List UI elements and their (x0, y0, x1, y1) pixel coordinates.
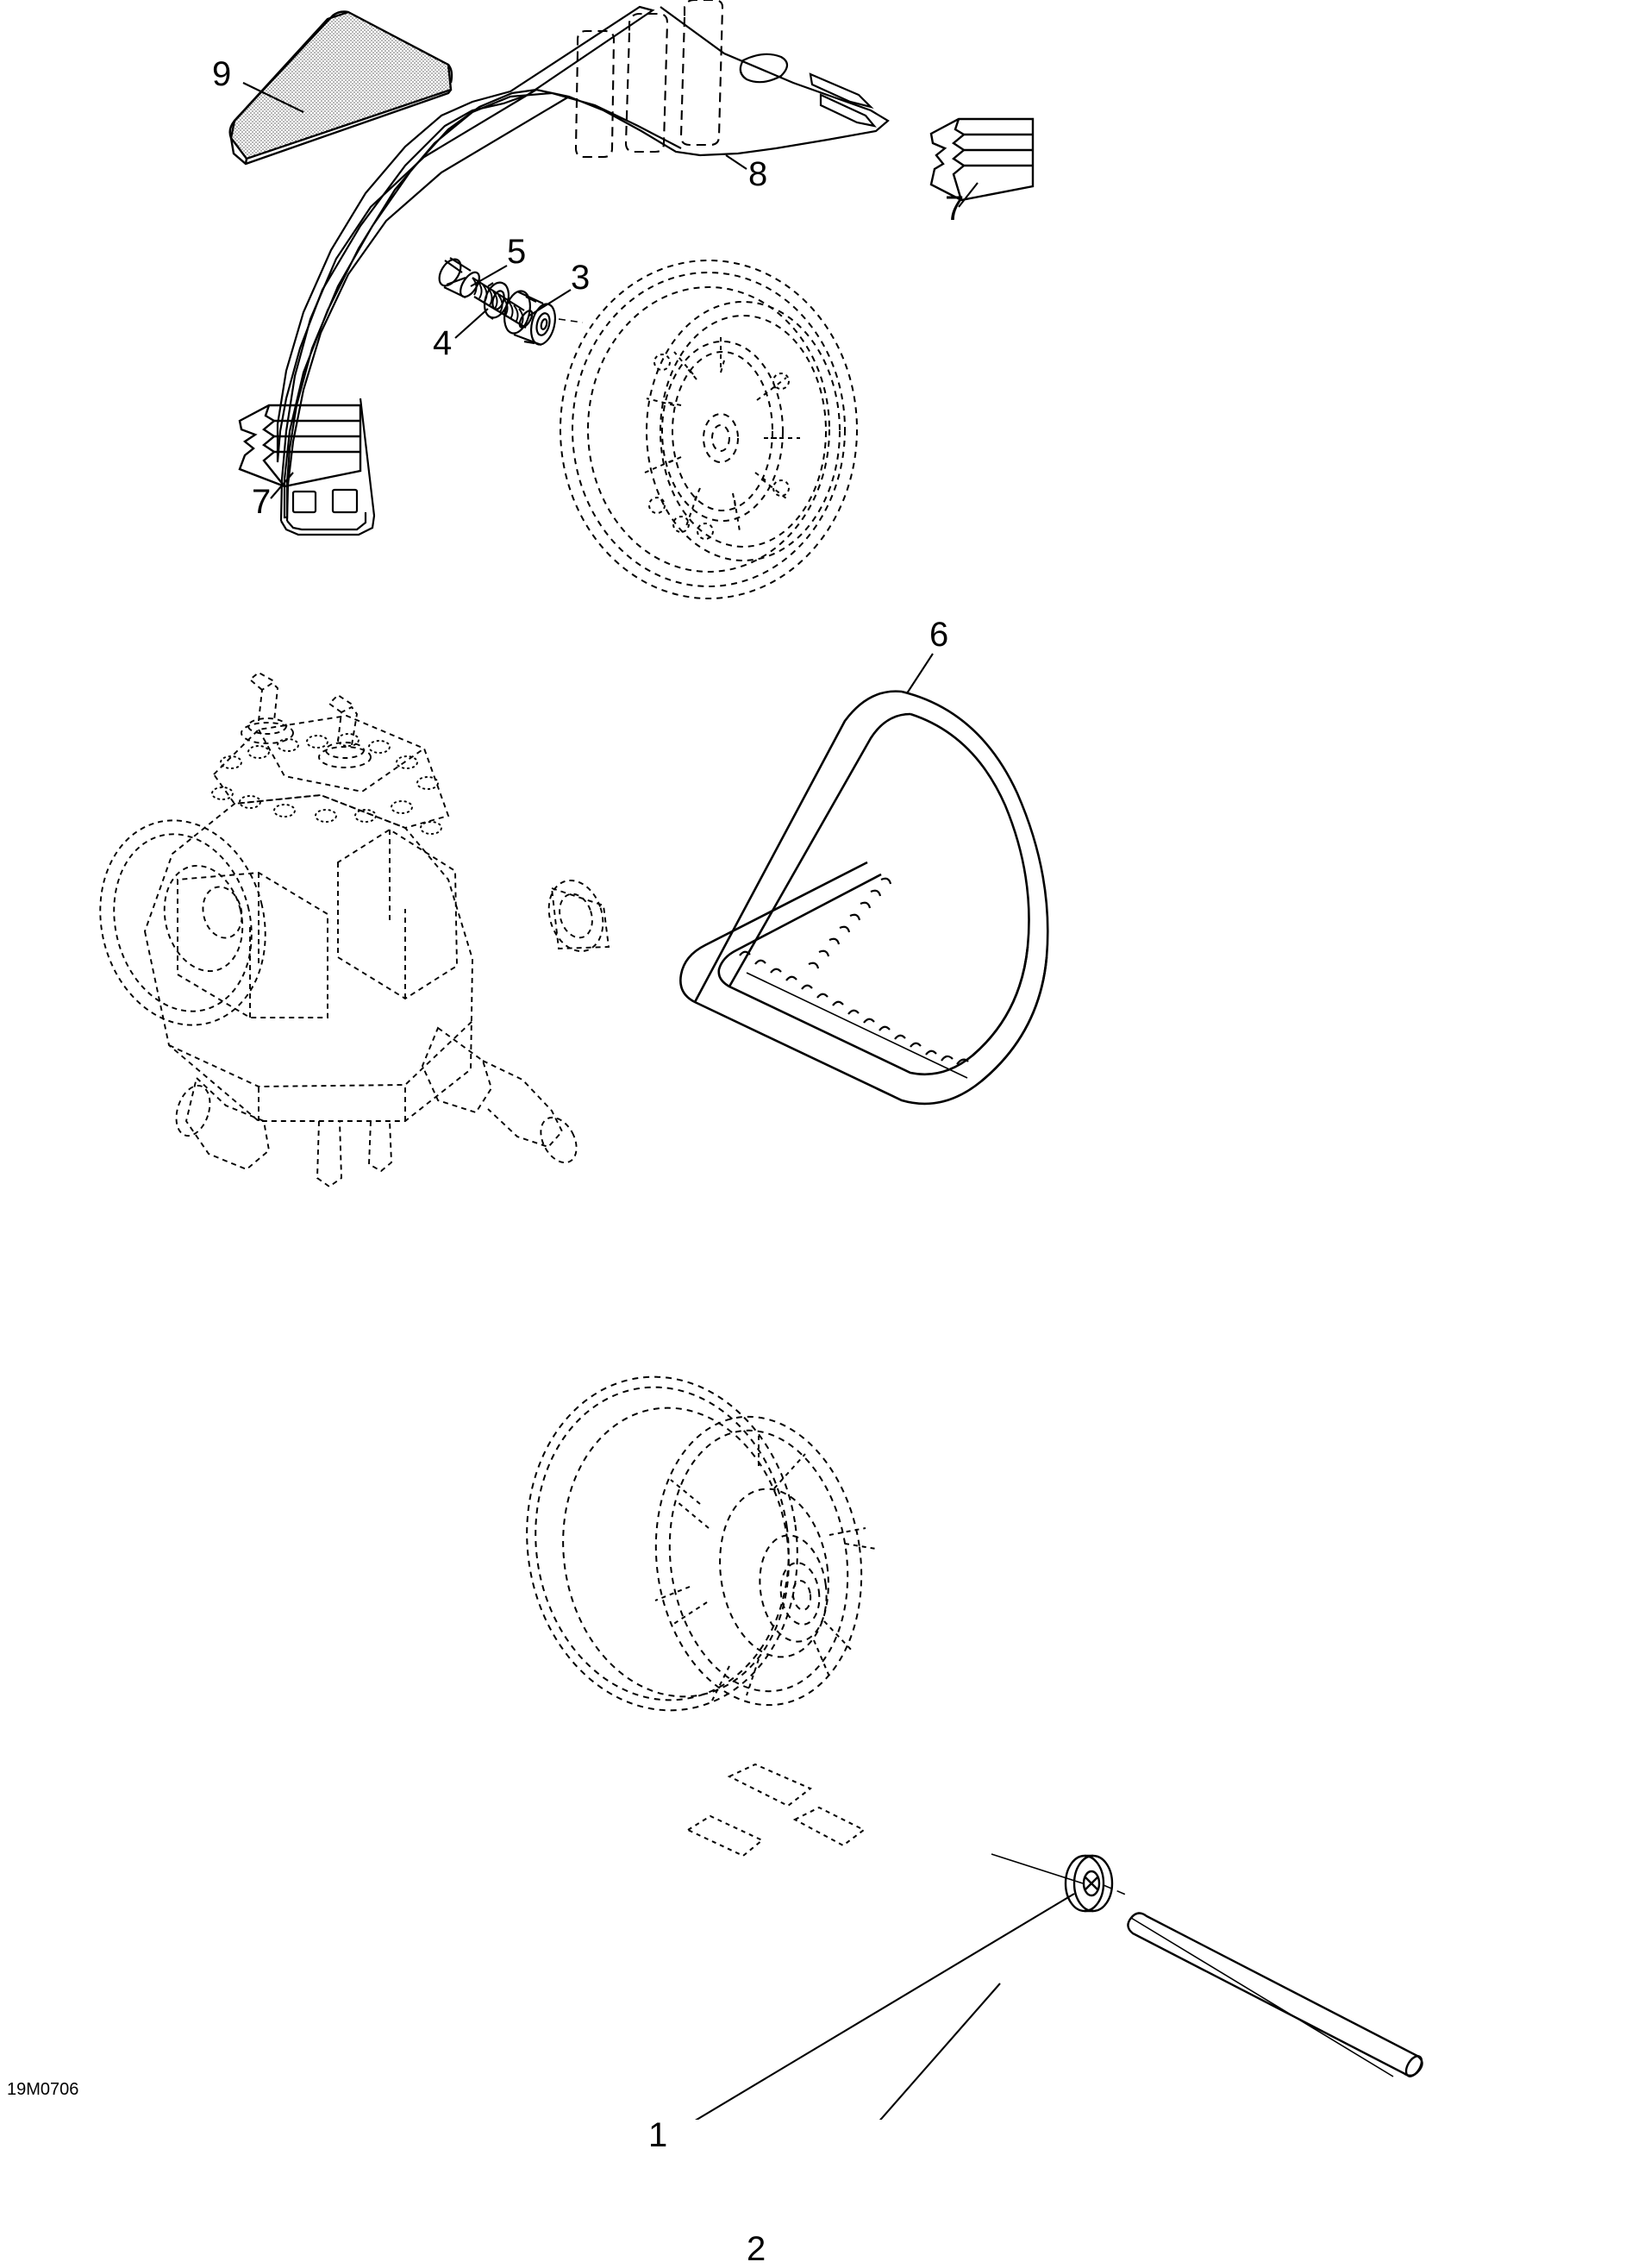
sheet-code: 19M0706 (7, 2080, 79, 2099)
diagram-canvas (99, 0, 1423, 2120)
callout-3: 3 (571, 259, 591, 297)
assembly-axis-lines (558, 318, 1129, 1896)
part-drive-belt (679, 690, 1049, 1106)
parts-diagram-sheet: 9 8 7 7 5 4 3 6 1 2 19M0706 (7, 0, 1423, 2266)
part-driven-pulley (560, 260, 858, 599)
callout-4: 4 (433, 324, 453, 362)
part-decal-lower (238, 404, 362, 488)
part-drive-pulley (526, 1375, 877, 1858)
part-long-bolt (1127, 1912, 1423, 2077)
callout-7-lower: 7 (252, 483, 272, 521)
callout-5: 5 (507, 233, 527, 271)
callout-1: 1 (648, 2116, 668, 2154)
callout-2: 2 (747, 2230, 766, 2268)
part-engine-assembly (99, 671, 610, 1188)
part-bushing (503, 290, 556, 347)
callout-leaders (242, 82, 1075, 2120)
part-decal-upper (929, 117, 1035, 202)
part-belt-guard (276, 0, 890, 536)
callout-9: 9 (212, 55, 232, 93)
part-flat-washer (1064, 1854, 1114, 1913)
callout-8: 8 (748, 155, 768, 193)
part-insulating-pad (228, 10, 453, 166)
callout-6: 6 (929, 616, 949, 654)
callout-7-upper: 7 (945, 190, 965, 228)
